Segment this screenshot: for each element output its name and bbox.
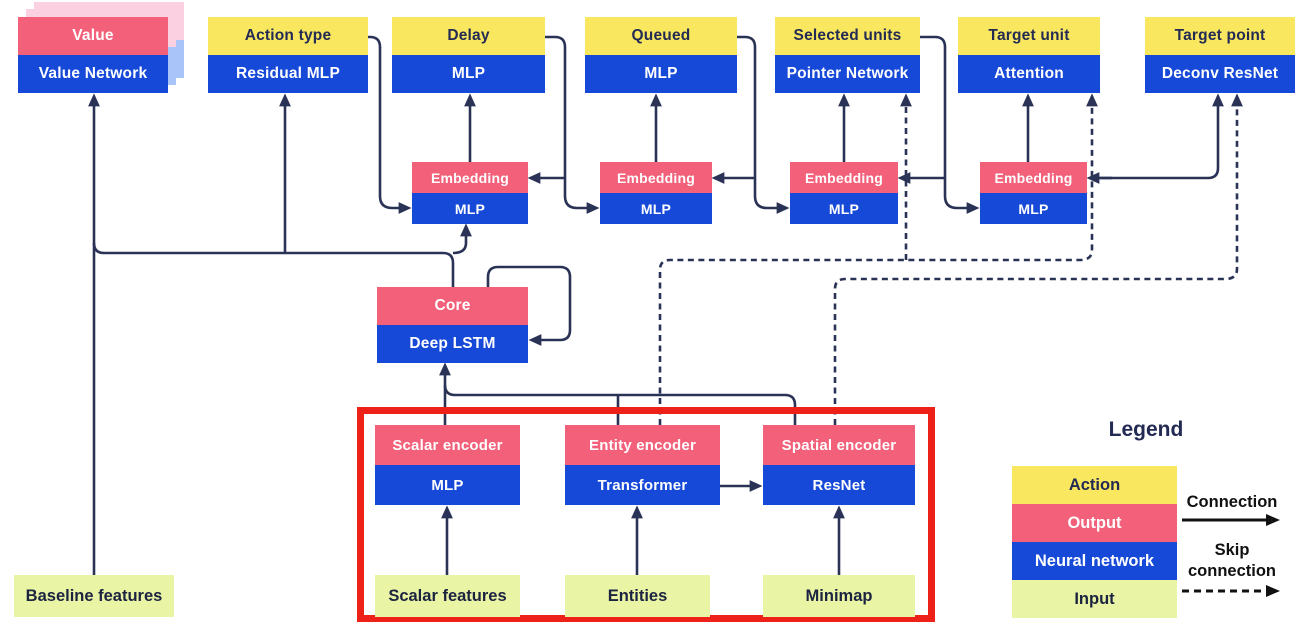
core-box: Core Deep LSTM (377, 287, 528, 363)
spatial-encoder-box: Spatial encoder ResNet (763, 425, 915, 505)
solid-connections (88, 35, 1224, 577)
embedding-box-1: Embedding MLP (412, 162, 528, 224)
selected-units-head-box: Selected units Pointer Network (775, 17, 920, 93)
legend-neural-network-swatch: Neural network (1012, 542, 1177, 580)
legend-output-swatch: Output (1012, 504, 1177, 542)
embedding-mlp-label: MLP (600, 193, 712, 224)
spatial-encoder-label: Spatial encoder (763, 425, 915, 465)
embedding-box-4: Embedding MLP (980, 162, 1087, 224)
encoders-highlight-frame (357, 407, 935, 622)
queued-label: Queued (585, 17, 737, 55)
delay-label: Delay (392, 17, 545, 55)
embedding-label: Embedding (790, 162, 898, 193)
legend-connection-label: Connection (1186, 493, 1278, 511)
delay-head-box: Delay MLP (392, 17, 545, 93)
selected-units-label: Selected units (775, 17, 920, 55)
embedding-label: Embedding (600, 162, 712, 193)
action-type-label: Action type (208, 17, 368, 55)
legend-title: Legend (1108, 418, 1184, 441)
target-unit-head-box: Target unit Attention (958, 17, 1100, 93)
target-point-label: Target point (1145, 17, 1295, 55)
legend-action-swatch: Action (1012, 466, 1177, 504)
target-unit-label: Target unit (958, 17, 1100, 55)
embedding-label: Embedding (412, 162, 528, 193)
value-output-label: Value (18, 17, 168, 55)
embedding-mlp-label: MLP (412, 193, 528, 224)
core-label: Core (377, 287, 528, 325)
deep-lstm-label: Deep LSTM (377, 325, 528, 363)
value-network-label: Value Network (18, 55, 168, 93)
residual-mlp-label: Residual MLP (208, 55, 368, 93)
resnet-label: ResNet (763, 465, 915, 505)
legend-input-swatch: Input (1012, 580, 1177, 618)
embedding-mlp-label: MLP (790, 193, 898, 224)
entity-encoder-label: Entity encoder (565, 425, 720, 465)
minimap-input: Minimap (763, 575, 915, 617)
scalar-encoder-mlp-label: MLP (375, 465, 520, 505)
scalar-features-input: Scalar features (375, 575, 520, 617)
scalar-encoder-box: Scalar encoder MLP (375, 425, 520, 505)
embedding-box-2: Embedding MLP (600, 162, 712, 224)
attention-label: Attention (958, 55, 1100, 93)
transformer-label: Transformer (565, 465, 720, 505)
delay-mlp-label: MLP (392, 55, 545, 93)
embedding-label: Embedding (980, 162, 1087, 193)
target-point-head-box: Target point Deconv ResNet (1145, 17, 1295, 93)
entities-input: Entities (565, 575, 710, 617)
queued-head-box: Queued MLP (585, 17, 737, 93)
pointer-network-label: Pointer Network (775, 55, 920, 93)
legend-skip-connection-label: Skip connection (1187, 541, 1276, 580)
skip-connections (658, 93, 1243, 425)
action-type-head-box: Action type Residual MLP (208, 17, 368, 93)
skip-connection-arrow-icon (1182, 585, 1280, 597)
embedding-mlp-label: MLP (980, 193, 1087, 224)
embedding-box-3: Embedding MLP (790, 162, 898, 224)
entity-encoder-box: Entity encoder Transformer (565, 425, 720, 505)
scalar-encoder-label: Scalar encoder (375, 425, 520, 465)
queued-mlp-label: MLP (585, 55, 737, 93)
connection-arrow-icon (1182, 514, 1280, 526)
baseline-features-input: Baseline features (14, 575, 174, 617)
deconv-resnet-label: Deconv ResNet (1145, 55, 1295, 93)
value-head-box: Value Value Network (18, 17, 168, 93)
